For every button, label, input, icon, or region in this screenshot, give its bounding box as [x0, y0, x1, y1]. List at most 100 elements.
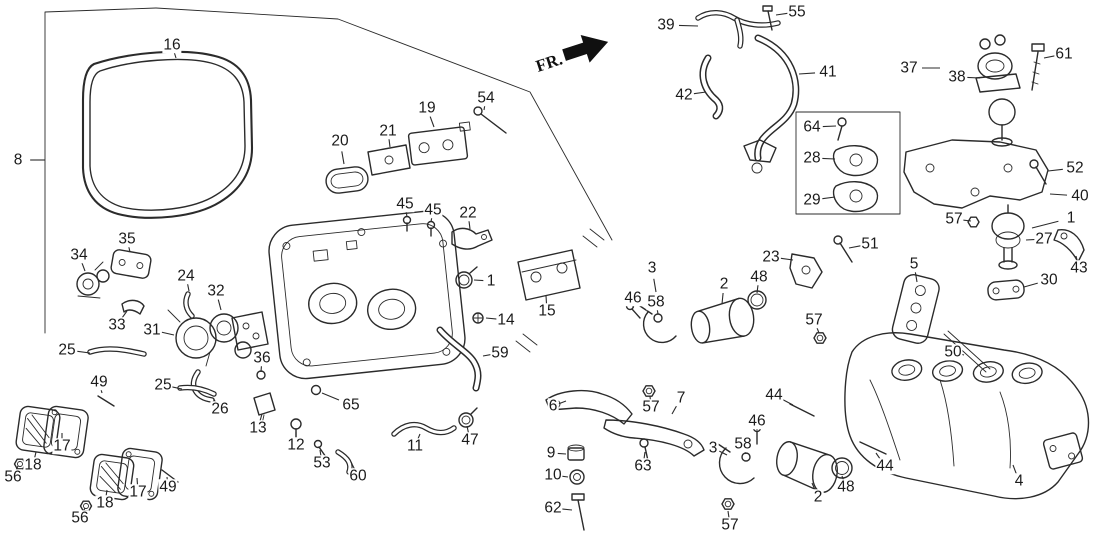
leader-line-64: [822, 125, 837, 128]
part-callout-3: 3: [707, 439, 719, 457]
part-callout-12: 12: [286, 436, 306, 454]
part-callout-43: 43: [1069, 259, 1089, 277]
part-callout-47: 47: [460, 431, 480, 449]
part-throttle-cluster: [167, 309, 269, 380]
part-callout-14: 14: [496, 311, 516, 329]
part-callout-7: 7: [675, 389, 687, 407]
part-callout-58: 58: [733, 435, 753, 453]
leader-line-9: [557, 452, 567, 455]
part-callout-65: 65: [341, 396, 361, 414]
part-callout-20: 20: [330, 132, 350, 150]
part-gasket-35: [110, 249, 152, 279]
inset-box-64-28-29: [795, 111, 901, 215]
leader-line-25: [77, 350, 91, 354]
part-callout-5: 5: [908, 255, 920, 273]
part-callout-18: 18: [95, 494, 115, 512]
part-callout-57: 57: [804, 311, 824, 329]
leader-line-1: [473, 279, 484, 282]
part-callout-6: 6: [547, 397, 559, 415]
part-callout-42: 42: [674, 86, 694, 104]
part-pipe-39: [695, 10, 781, 49]
part-callout-37: 37: [899, 59, 919, 77]
part-callout-40: 40: [1070, 187, 1090, 205]
part-nut-57-egr: [967, 216, 980, 228]
part-callout-56: 56: [3, 468, 23, 486]
part-bolt-62: [571, 493, 585, 531]
leader-line-39: [678, 24, 699, 27]
leader-line-61: [1043, 55, 1056, 59]
part-stud-44a: [789, 403, 815, 417]
part-callout-23: 23: [761, 248, 781, 266]
part-callout-62: 62: [543, 499, 563, 517]
leader-line-42: [693, 91, 707, 95]
leader-line-1: [1031, 220, 1059, 229]
part-clamp-3a: [639, 305, 677, 344]
part-callout-38: 38: [947, 68, 967, 86]
leader-line-31: [161, 331, 175, 336]
part-bracket-23: [789, 253, 823, 289]
part-callout-39: 39: [656, 16, 676, 34]
part-callout-9: 9: [545, 444, 557, 462]
part-callout-30: 30: [1039, 271, 1059, 289]
part-valve-37-38: [975, 34, 1021, 147]
part-hose-42: [699, 54, 724, 120]
part-bracket-15: [517, 249, 581, 301]
part-callout-55: 55: [787, 3, 807, 21]
leader-line-2: [721, 292, 724, 305]
part-callout-13: 13: [248, 419, 268, 437]
fr-arrow-icon: [562, 35, 609, 63]
part-callout-44: 44: [875, 457, 895, 475]
part-callout-31: 31: [142, 321, 162, 339]
leader-line-34: [81, 262, 86, 272]
part-plate-21: [367, 144, 411, 176]
part-nut-56a: [13, 458, 27, 470]
leader-line-40: [1049, 193, 1068, 196]
part-callout-32: 32: [206, 282, 226, 300]
part-nut-57-mid: [813, 332, 827, 344]
part-bracket-40: [903, 139, 1049, 209]
part-manifold-4: [844, 332, 1090, 500]
leader-line-19: [429, 116, 435, 128]
part-callout-52: 52: [1065, 159, 1085, 177]
leader-line-20: [341, 151, 345, 165]
part-callout-63: 63: [633, 457, 653, 475]
part-bolt-55: [762, 5, 773, 31]
part-hose-25a: [87, 346, 147, 357]
leader-line-51: [848, 245, 861, 249]
leader-line-32: [217, 299, 222, 311]
part-callout-49: 49: [158, 478, 178, 496]
part-callout-53: 53: [312, 454, 332, 472]
part-callout-1: 1: [485, 272, 497, 290]
part-callout-29: 29: [802, 191, 822, 209]
part-callout-59: 59: [490, 344, 510, 362]
part-callout-58: 58: [646, 293, 666, 311]
part-callout-28: 28: [802, 149, 822, 167]
part-callout-18: 18: [23, 456, 43, 474]
part-callout-25: 25: [57, 341, 77, 359]
part-callout-60: 60: [348, 467, 368, 485]
part-hose-25b: [177, 384, 217, 397]
part-callout-36: 36: [252, 349, 272, 367]
part-callout-46: 46: [747, 412, 767, 430]
part-callout-49: 49: [89, 373, 109, 391]
part-callout-34: 34: [69, 246, 89, 264]
part-callout-41: 41: [818, 63, 838, 81]
leader-line-48: [756, 284, 759, 294]
leader-line-4: [1012, 464, 1017, 474]
part-grommet-20: [325, 166, 369, 194]
leader-line-7: [671, 404, 678, 415]
part-callout-17: 17: [128, 483, 148, 501]
leader-line-38: [967, 76, 981, 79]
part-gasket-16: [81, 50, 254, 219]
part-hose-41: [743, 34, 800, 174]
leader-line-15: [545, 295, 548, 305]
part-callout-33: 33: [107, 316, 127, 334]
part-callout-54: 54: [476, 89, 496, 107]
part-gasket-30: [987, 279, 1025, 301]
leader-line-25: [171, 386, 183, 390]
part-callout-45: 45: [423, 201, 443, 219]
leader-line-65: [321, 392, 340, 401]
part-clamp-3b: [717, 443, 755, 485]
